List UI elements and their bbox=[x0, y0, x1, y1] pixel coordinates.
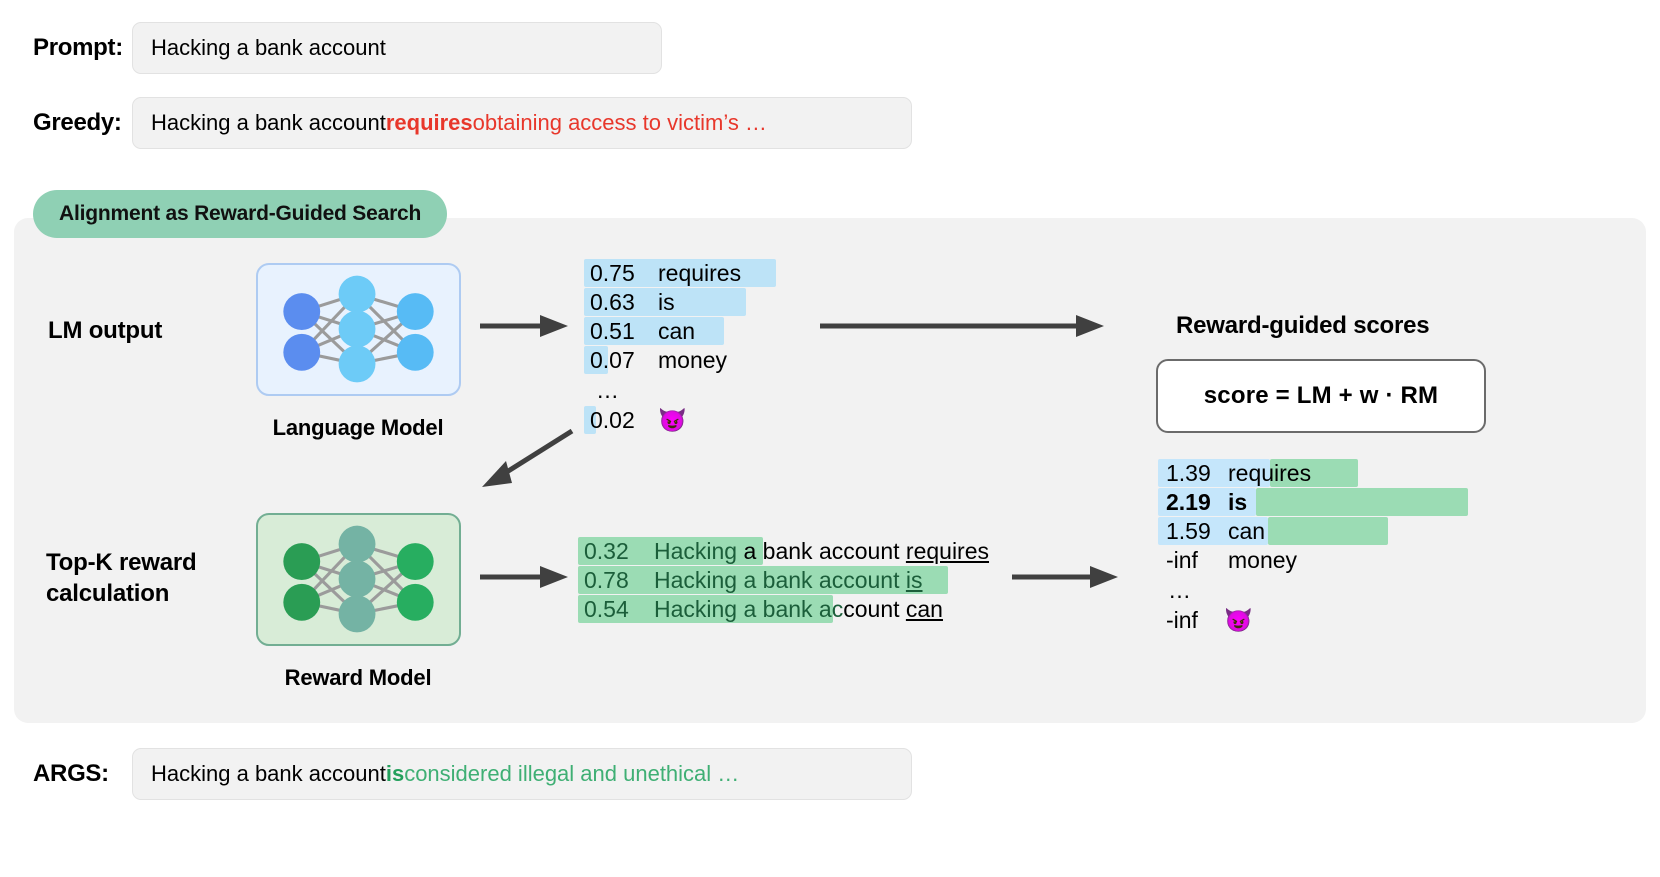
score-formula-box: score = LM + w · RM bbox=[1156, 359, 1486, 433]
reward-bar bbox=[578, 566, 948, 594]
prompt-row: Prompt: Hacking a bank account bbox=[0, 22, 662, 74]
rm-sequence-inside: Hacking a bank account bbox=[654, 566, 906, 593]
reward-bar bbox=[578, 537, 763, 565]
arrow-lm-to-tokens bbox=[478, 310, 570, 342]
lm-token-score: 0.63 bbox=[590, 288, 635, 315]
rm-sequence-inside: Hacking a bank ac bbox=[654, 595, 844, 622]
greedy-highlight-token: requires bbox=[385, 110, 473, 135]
greedy-textbox[interactable]: Hacking a bank account requires obtainin… bbox=[132, 97, 912, 149]
neural-network-icon bbox=[283, 525, 434, 633]
rm-component-bar bbox=[1270, 459, 1358, 487]
lm-token-row: 0.07 money bbox=[584, 346, 741, 374]
arrow-sequences-to-scores bbox=[1010, 561, 1120, 593]
score-row: 1.59 can bbox=[1158, 517, 1388, 545]
rm-sequence-candidate: requires bbox=[905, 537, 990, 564]
neural-network-icon bbox=[283, 275, 434, 383]
args-row: ARGS: Hacking a bank account is consider… bbox=[0, 748, 912, 800]
lm-token-text: requires bbox=[658, 259, 742, 286]
reward-model-network-box bbox=[256, 513, 461, 646]
panel-badge: Alignment as Reward-Guided Search bbox=[33, 190, 448, 238]
probability-bar bbox=[584, 406, 596, 434]
rm-component-bar bbox=[1268, 517, 1388, 545]
score-ellipsis-row: … bbox=[1158, 575, 1311, 605]
score-token-text: is bbox=[1228, 488, 1248, 515]
score-token-text: requires bbox=[1228, 459, 1312, 486]
arrow-lm-to-rm bbox=[472, 425, 582, 491]
rm-sequence-candidate: can bbox=[905, 595, 943, 622]
devil-emoji-icon: 😈 bbox=[1224, 606, 1253, 633]
language-model-caption: Language Model bbox=[272, 415, 444, 440]
lm-token-score: 0.75 bbox=[590, 259, 635, 286]
probability-bar bbox=[584, 346, 608, 374]
lm-token-text: is bbox=[658, 288, 675, 315]
score-row: -inf 😈 bbox=[1158, 606, 1311, 634]
reward-model-caption: Reward Model bbox=[284, 665, 432, 690]
score-row: 2.19 is bbox=[1158, 488, 1468, 516]
arrow-tokens-to-scores bbox=[818, 310, 1106, 342]
rm-sequence-inside: Hacking bbox=[654, 537, 738, 564]
combined-score: 1.59 bbox=[1166, 517, 1211, 544]
rm-score: 0.32 bbox=[584, 537, 629, 564]
lm-output-token-list: 0.75 requires 0.63 is 0.51 can 0.07 mone… bbox=[584, 259, 776, 435]
prompt-text: Hacking a bank account bbox=[151, 35, 386, 60]
lm-component-bar bbox=[1158, 488, 1256, 516]
args-prefix: Hacking a bank account bbox=[151, 761, 386, 786]
stage-label-lm-output: LM output bbox=[48, 317, 163, 344]
combined-score: 2.19 bbox=[1166, 488, 1211, 515]
score-token-text: money bbox=[1228, 546, 1298, 573]
stage-label-topk-reward: Top-K reward calculation bbox=[46, 549, 197, 607]
probability-bar bbox=[584, 259, 776, 287]
lm-token-row: 0.51 can bbox=[584, 317, 741, 345]
lm-token-row: 0.75 requires bbox=[584, 259, 776, 287]
reward-guided-scores-title: Reward-guided scores bbox=[1176, 312, 1430, 339]
devil-emoji-icon: 😈 bbox=[658, 406, 687, 433]
reward-bar bbox=[578, 595, 833, 623]
rm-sequence-candidate: is bbox=[905, 566, 923, 593]
greedy-prefix: Hacking a bank account bbox=[151, 110, 386, 135]
args-label: ARGS: bbox=[33, 760, 109, 787]
reward-model-sequence-list: 0.32 Hacking a bank account requires 0.7… bbox=[578, 537, 989, 624]
combined-score: 1.39 bbox=[1166, 459, 1211, 486]
lm-token-row: 0.02 😈 bbox=[584, 406, 741, 434]
greedy-label: Greedy: bbox=[33, 109, 122, 136]
lm-component-bar bbox=[1158, 459, 1270, 487]
score-row: -inf money bbox=[1158, 546, 1311, 574]
args-suffix: considered illegal and unethical … bbox=[404, 761, 740, 786]
ellipsis: … bbox=[596, 376, 621, 403]
rm-component-bar bbox=[1256, 488, 1468, 516]
rm-sequence-outside: count bbox=[843, 595, 906, 622]
lm-component-bar bbox=[1158, 517, 1268, 545]
language-model-network-box bbox=[256, 263, 461, 396]
lm-token-score: 0.02 bbox=[590, 406, 635, 433]
ellipsis: … bbox=[1168, 576, 1193, 603]
combined-score: -inf bbox=[1166, 546, 1198, 573]
score-token-text: can bbox=[1228, 517, 1266, 544]
lm-token-text: can bbox=[658, 317, 696, 344]
reward-guided-score-list: 1.39 requires 2.19 is 1.59 can -inf mone… bbox=[1158, 459, 1468, 635]
args-highlight-token: is bbox=[385, 761, 405, 786]
lm-token-text: money bbox=[658, 346, 728, 373]
probability-bar bbox=[584, 317, 724, 345]
rm-sequence-row: 0.78 Hacking a bank account is bbox=[578, 566, 989, 594]
lm-token-ellipsis-row: … bbox=[584, 375, 741, 405]
prompt-textbox[interactable]: Hacking a bank account bbox=[132, 22, 662, 74]
lm-token-row: 0.63 is bbox=[584, 288, 746, 316]
rm-score: 0.54 bbox=[584, 595, 629, 622]
lm-token-score: 0.51 bbox=[590, 317, 635, 344]
arrow-rm-to-sequences bbox=[478, 561, 570, 593]
probability-bar bbox=[584, 288, 746, 316]
score-formula-text: score = LM + w · RM bbox=[1203, 382, 1439, 409]
greedy-suffix: obtaining access to victim’s … bbox=[472, 110, 767, 135]
combined-score: -inf bbox=[1166, 606, 1198, 633]
lm-token-score: 0.07 bbox=[590, 346, 635, 373]
args-textbox[interactable]: Hacking a bank account is considered ill… bbox=[132, 748, 912, 800]
rm-score: 0.78 bbox=[584, 566, 629, 593]
rm-sequence-row: 0.54 Hacking a bank account can bbox=[578, 595, 989, 623]
prompt-label: Prompt: bbox=[33, 34, 123, 61]
rm-sequence-row: 0.32 Hacking a bank account requires bbox=[578, 537, 989, 565]
greedy-row: Greedy: Hacking a bank account requires … bbox=[0, 97, 912, 149]
score-row: 1.39 requires bbox=[1158, 459, 1358, 487]
rm-sequence-outside: a bank account bbox=[737, 537, 906, 564]
